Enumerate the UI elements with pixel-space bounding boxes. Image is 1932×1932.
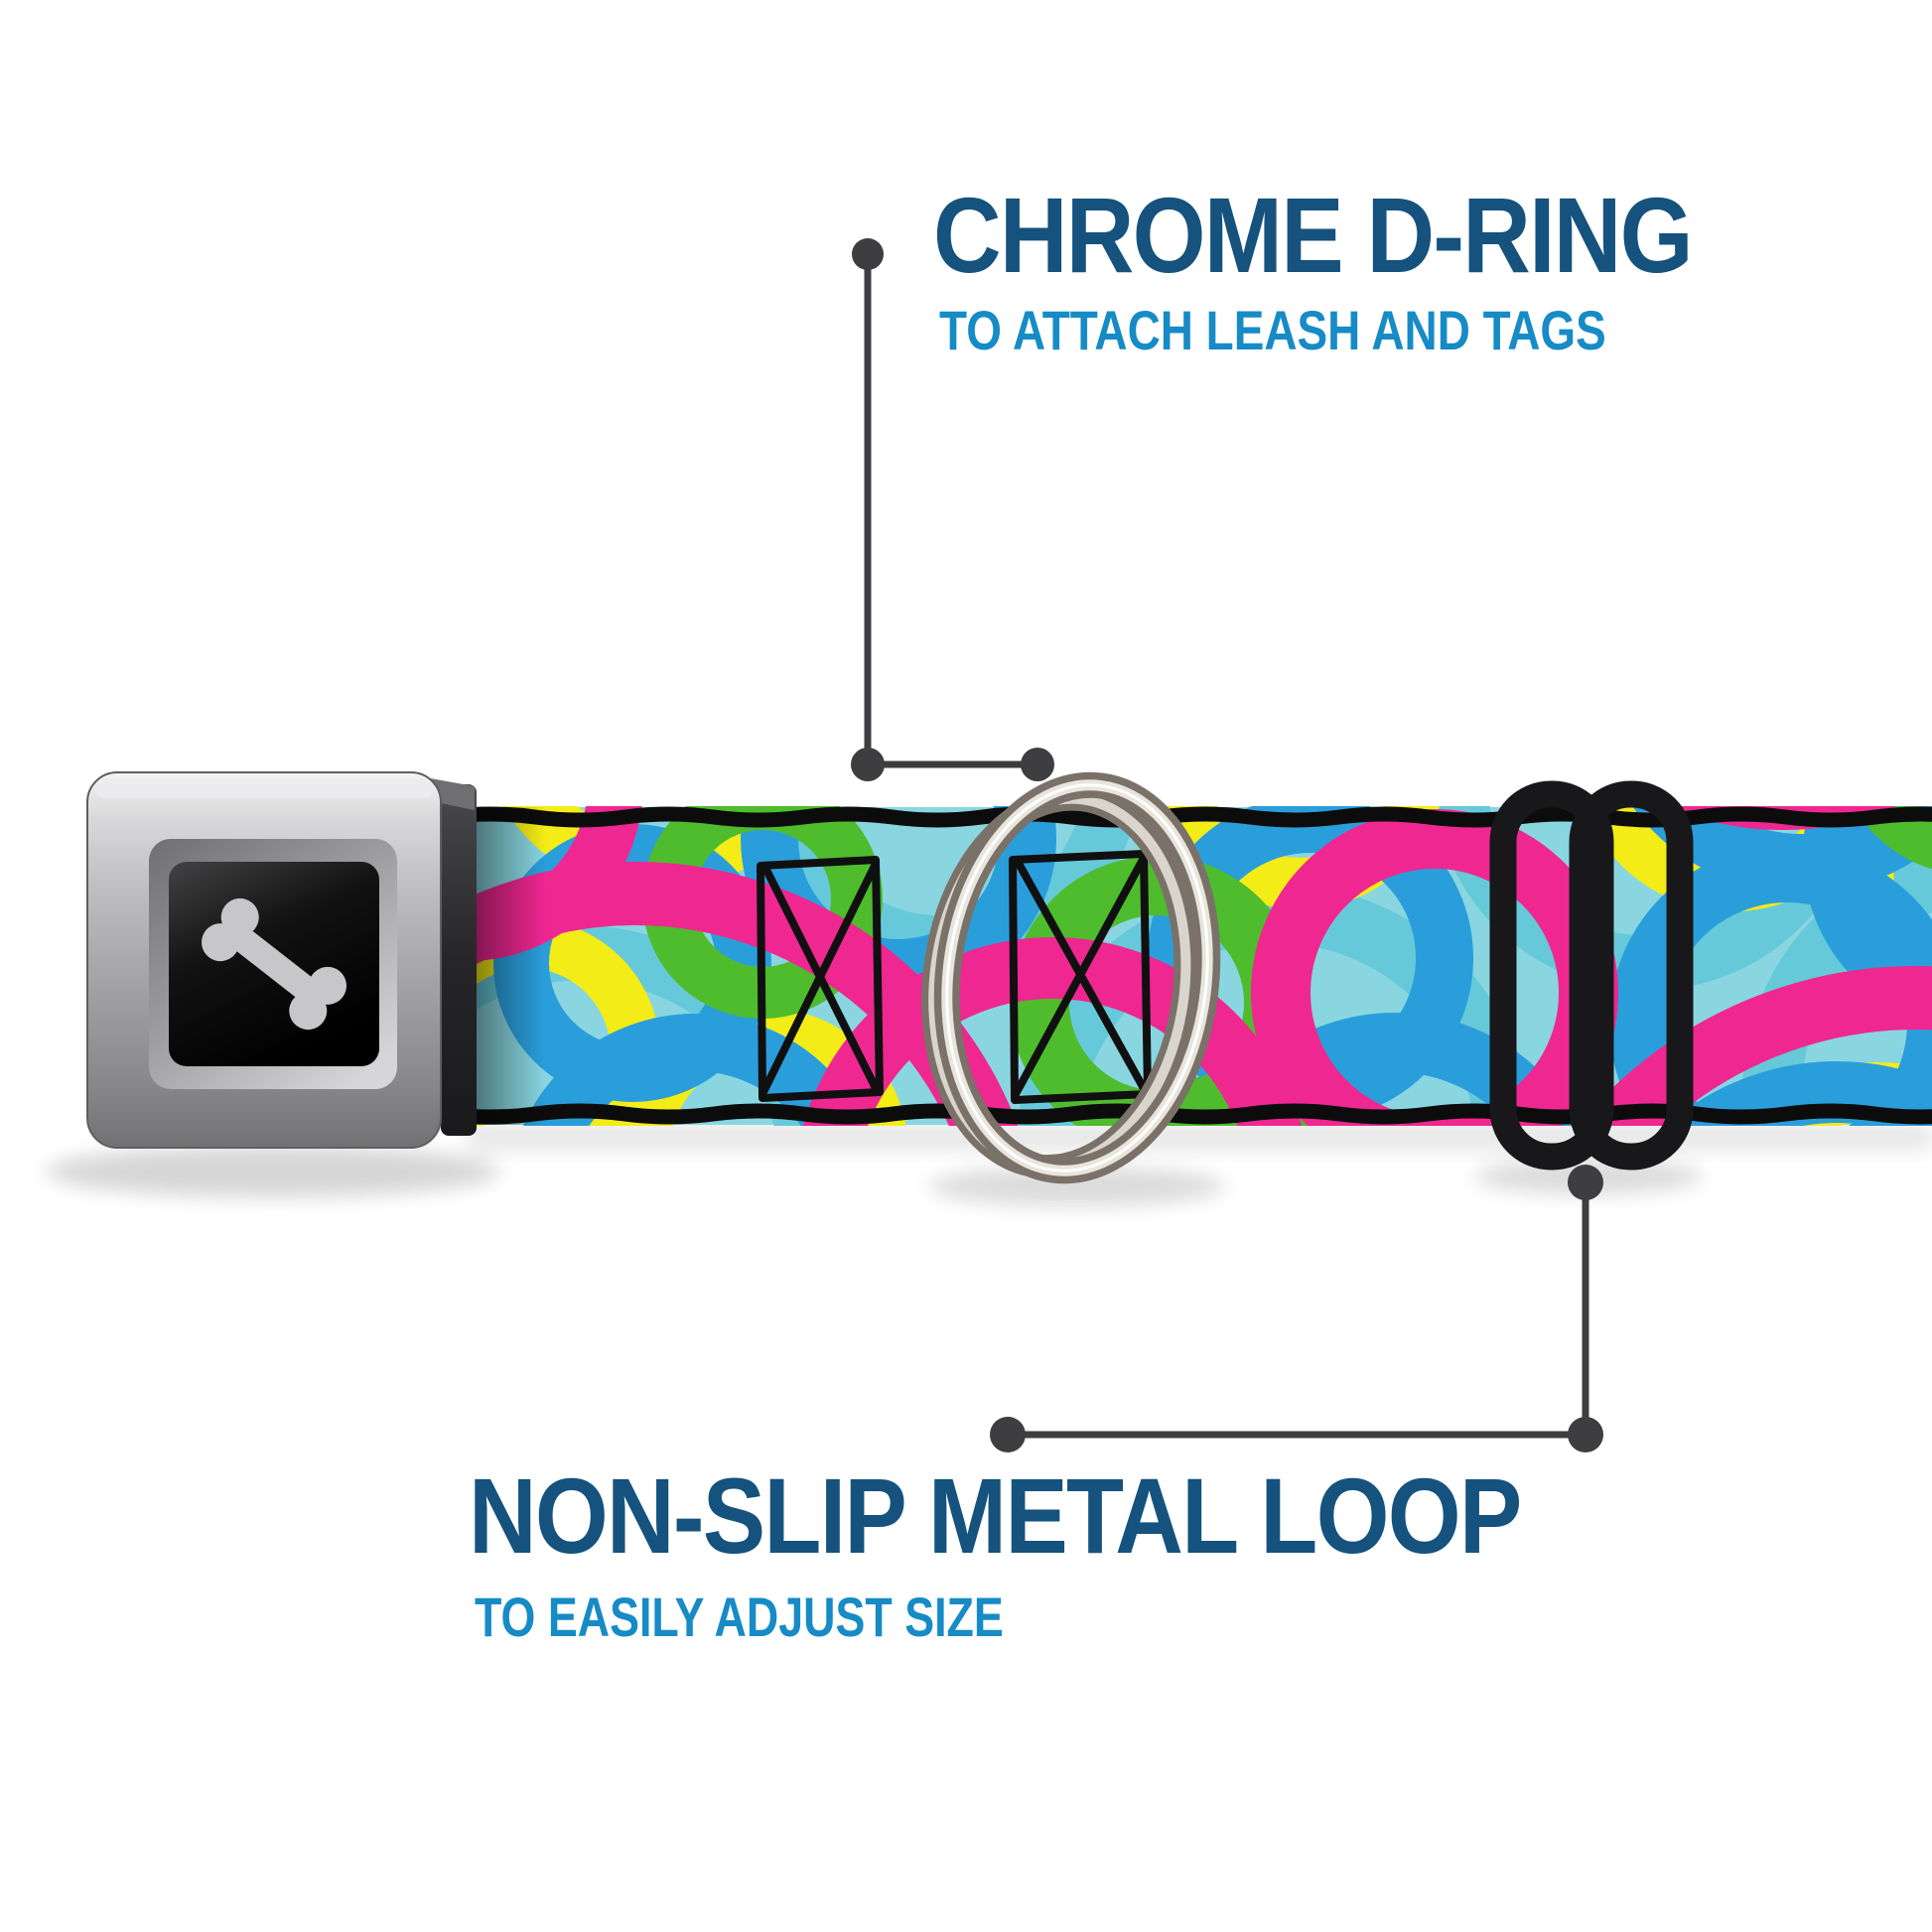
drop-shadow	[45, 1124, 1932, 1206]
strap-border	[446, 806, 1932, 1125]
top-callout-title: CHROME D-RING	[933, 175, 1694, 295]
callout-dot	[990, 1417, 1026, 1452]
callout-dot	[852, 238, 884, 270]
metal-adjuster-loop	[1489, 780, 1694, 1171]
bottom-callout-leader	[990, 1165, 1603, 1452]
dog-bone-icon	[202, 897, 346, 1031]
callout-dot	[1568, 1417, 1603, 1452]
seatbelt-buckle	[86, 771, 477, 1149]
bottom-callout-title: NON-SLIP METAL LOOP	[469, 1455, 1522, 1576]
bottom-callout-subtitle: TO EASILY ADJUST SIZE	[475, 1586, 1004, 1648]
chrome-d-ring	[921, 771, 1221, 1184]
top-callout-subtitle: TO ATTACH LEASH AND TAGS	[939, 299, 1606, 361]
callout-dot	[1021, 748, 1054, 781]
callout-dot	[1568, 1165, 1603, 1200]
top-callout-leader	[851, 238, 1054, 781]
stitch-box	[757, 856, 884, 1102]
callout-dot	[851, 748, 885, 781]
